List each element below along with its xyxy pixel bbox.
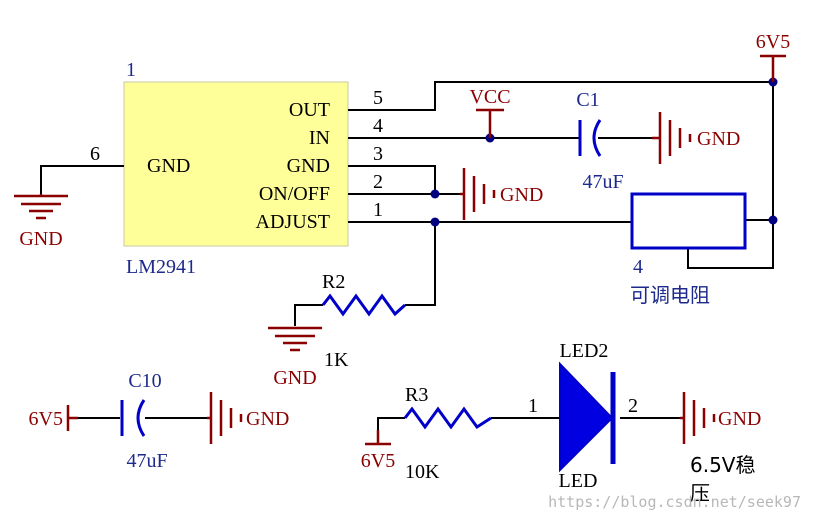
led-body	[559, 361, 614, 473]
ground-label-led: GND	[718, 408, 761, 430]
power-vcc: VCC	[469, 86, 511, 138]
power-6v5-c10: 6V5	[29, 405, 78, 431]
resistor-r2-name: R2	[322, 271, 345, 293]
ic-pin-number-5: 5	[373, 87, 383, 109]
wires	[40, 81, 774, 444]
wire-gnd-pin3	[348, 165, 436, 194]
power-label-6v5-c10: 6V5	[29, 408, 63, 430]
power-6v5-top: 6V5	[756, 31, 790, 82]
ground-label-r2: GND	[273, 367, 316, 389]
junction-rail-pot	[768, 215, 778, 225]
ic-pin-name-gnd: GND	[287, 155, 330, 177]
resistor-r3: R3 10K	[403, 384, 492, 483]
ground-led: GND	[680, 392, 761, 444]
capacitor-c10: C10 47uF	[120, 370, 168, 472]
note-background	[683, 446, 799, 516]
ic-pin-name-onoff: ON/OFF	[259, 183, 330, 205]
led: LED2 LED 1 2	[528, 340, 638, 492]
resistor-r2: R2 1K	[321, 271, 407, 371]
ground-c10: GND	[207, 392, 289, 444]
capacitor-c10-value: 47uF	[126, 450, 167, 472]
potentiometer-pin: 4	[633, 256, 643, 278]
ic-pin-name-out: OUT	[289, 99, 330, 121]
resistor-r3-value: 10K	[405, 461, 440, 483]
junction-adjust	[430, 217, 440, 227]
ground-ic: GND	[14, 194, 68, 250]
ic-body	[123, 81, 349, 247]
led-name: LED2	[560, 340, 609, 362]
ic-pin-number-4: 4	[373, 115, 383, 137]
power-6v5-r3: 6V5	[361, 430, 395, 472]
potentiometer-label: 可调电阻	[630, 283, 710, 307]
junction-onoff	[430, 189, 440, 199]
ic-pin-number-2: 2	[373, 171, 383, 193]
ground-onoff: GND	[460, 168, 543, 220]
potentiometer-body	[630, 192, 747, 250]
capacitor-c10-name: C10	[128, 370, 161, 392]
note-line-1: 6.5V稳	[690, 453, 756, 477]
ground-c1: GND	[652, 112, 740, 164]
ground-label-c1: GND	[697, 128, 740, 150]
wire-r2-gnd	[294, 304, 323, 326]
watermark: https://blog.csdn.net/seek97	[548, 493, 801, 511]
ic-part-number: LM2941	[126, 256, 196, 278]
resistor-r3-name: R3	[405, 384, 428, 406]
led-pin-1: 1	[528, 395, 538, 417]
ic-lm2941: 1 LM2941 OUT IN GND ON/OFF ADJUST GND 5 …	[90, 59, 383, 278]
ic-pin-number-6: 6	[90, 143, 100, 165]
power-label-6v5-top: 6V5	[756, 31, 790, 53]
power-label-6v5-r3: 6V5	[361, 450, 395, 472]
wire-6v5-r3	[377, 417, 405, 444]
ground-label-onoff: GND	[500, 184, 543, 206]
capacitor-c1-value: 47uF	[582, 171, 623, 193]
ground-label-c10: GND	[246, 408, 289, 430]
ic-pin-name-gnd-left: GND	[147, 155, 190, 177]
led-pin-2: 2	[628, 395, 638, 417]
ic-pin-number-3: 3	[373, 143, 383, 165]
ic-pin-number-1: 1	[373, 199, 383, 221]
note: 6.5V稳 压	[683, 446, 799, 516]
ic-designator: 1	[126, 59, 136, 81]
potentiometer: 4 可调电阻	[630, 192, 747, 307]
wire-ic-gnd-left	[40, 165, 124, 194]
note-line-2: 压	[690, 481, 710, 505]
capacitor-c1-name: C1	[576, 89, 599, 111]
ic-pin-name-adjust: ADJUST	[256, 211, 330, 233]
ground-label-ic: GND	[19, 228, 62, 250]
ground-r2: GND	[268, 326, 322, 389]
led-type: LED	[559, 470, 598, 492]
ic-pin-name-in: IN	[309, 127, 330, 149]
power-label-vcc: VCC	[469, 86, 510, 108]
wire-adjust-r2	[405, 222, 436, 306]
capacitor-c1: C1 47uF	[576, 89, 623, 193]
resistor-r2-value: 1K	[324, 349, 349, 371]
